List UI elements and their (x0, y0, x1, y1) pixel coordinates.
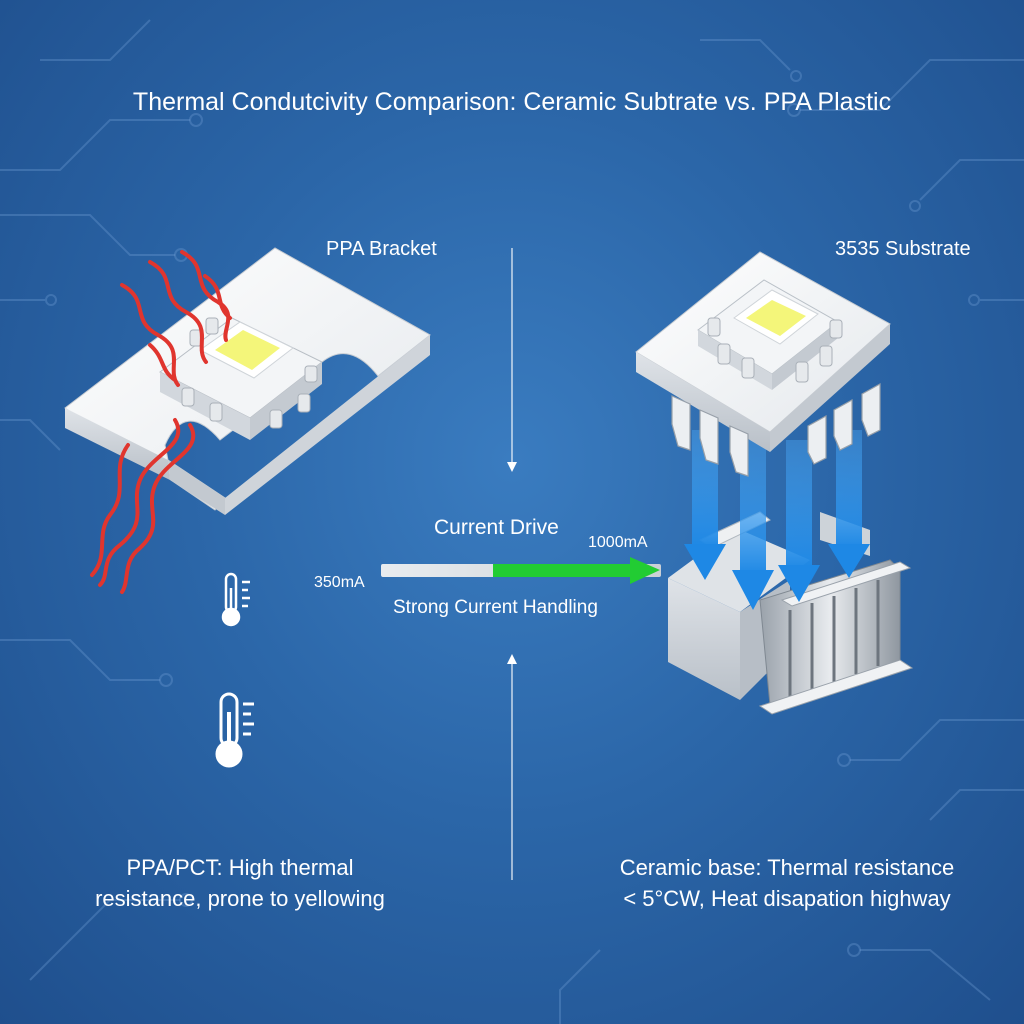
ceramic-caption-line2: < 5°CW, Heat disapation highway (623, 886, 951, 911)
divider-arrows (507, 248, 517, 880)
current-subheading: Strong Current Handling (393, 597, 598, 618)
ceramic-substrate (635, 251, 891, 477)
heat-wave-icon (90, 250, 232, 594)
ppa-caption: PPA/PCT: High thermal resistance, prone … (60, 852, 420, 914)
page-title: Thermal Condutcivity Comparison: Ceramic… (132, 88, 892, 116)
ppa-bracket (64, 247, 431, 594)
thermometer-icon (215, 692, 254, 768)
ppa-bracket-label: PPA Bracket (326, 238, 437, 260)
substrate-label: 3535 Substrate (835, 238, 971, 260)
ppa-caption-line2: resistance, prone to yellowing (95, 886, 385, 911)
current-high-value: 1000mA (588, 534, 648, 551)
ceramic-caption-line1: Ceramic base: Thermal resistance (619, 855, 955, 880)
current-drive-bar (381, 557, 661, 584)
ceramic-caption: Ceramic base: Thermal resistance < 5°CW,… (587, 852, 987, 914)
thermometer-icon (221, 572, 250, 627)
ppa-caption-line1: PPA/PCT: High thermal (126, 855, 354, 880)
current-low-value: 350mA (314, 574, 365, 591)
led-chip (746, 300, 806, 336)
current-drive-heading: Current Drive (434, 516, 559, 539)
led-chip (215, 330, 280, 370)
